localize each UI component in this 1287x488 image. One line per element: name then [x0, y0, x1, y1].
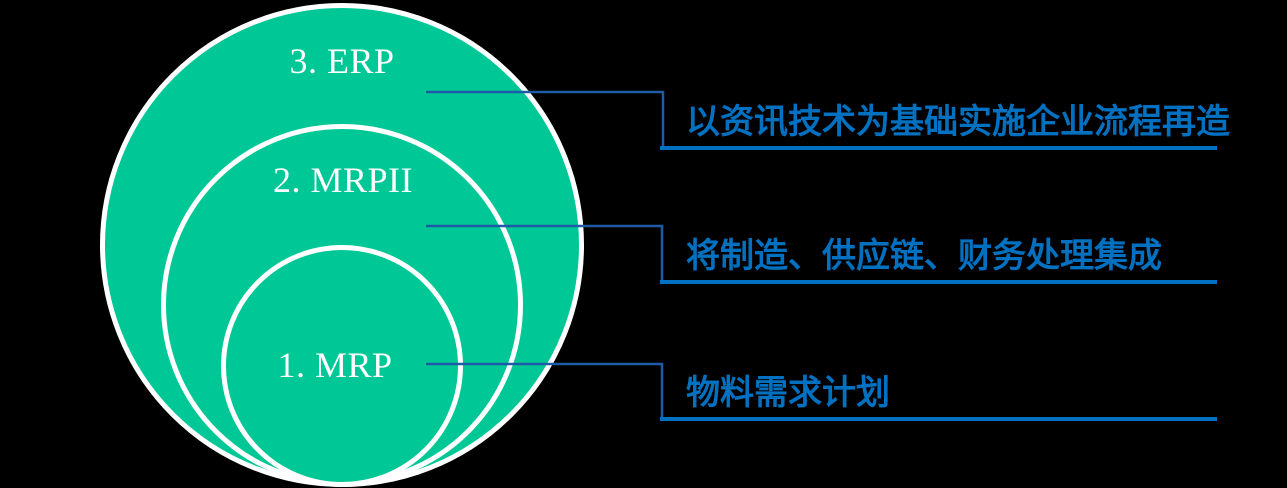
mrp-ring-label: 1. MRP [277, 345, 393, 385]
mrpii-underline [660, 280, 1217, 284]
mrpii-description: 将制造、供应链、财务处理集成 [686, 238, 1162, 275]
mrp-circle [221, 245, 463, 487]
erp-ring-label: 3. ERP [289, 41, 395, 81]
mrpii-ring-label: 2. MRPII [272, 160, 414, 200]
mrp-description: 物料需求计划 [686, 375, 890, 412]
erp-description: 以资讯技术为基础实施企业流程再造 [686, 104, 1230, 141]
mrp-underline [660, 417, 1217, 421]
erp-underline [660, 146, 1217, 150]
